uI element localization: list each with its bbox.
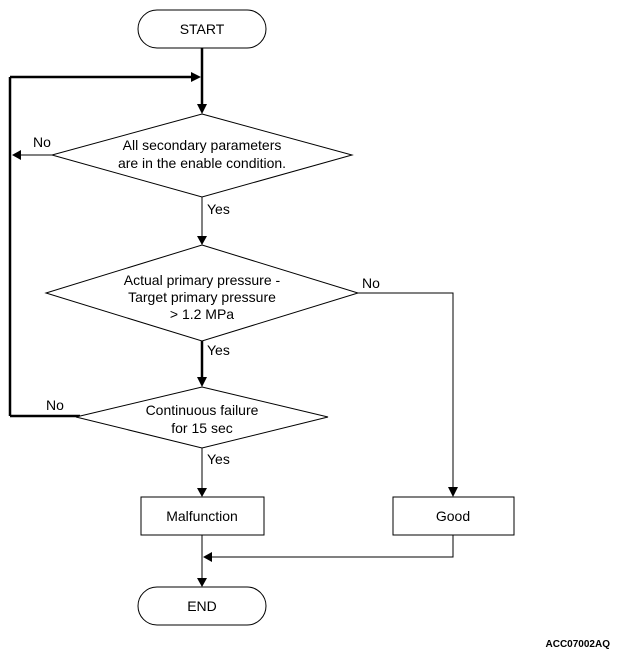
decision2-line2: Target primary pressure bbox=[128, 289, 276, 305]
decision1-line1: All secondary parameters bbox=[123, 137, 282, 153]
figure-code: ACC07002AQ bbox=[546, 639, 611, 650]
decision2-line1: Actual primary pressure - bbox=[124, 272, 281, 288]
arrowhead-good-top bbox=[448, 487, 458, 497]
arrowhead-loop-top bbox=[191, 72, 201, 82]
decision3-line2: for 15 sec bbox=[171, 420, 232, 436]
arrowhead-merge bbox=[203, 552, 212, 562]
decision1-line2: are in the enable condition. bbox=[118, 155, 286, 171]
arrowhead-d1-no bbox=[12, 150, 21, 160]
d2-no-label: No bbox=[362, 275, 380, 291]
arrowhead-end-top bbox=[197, 578, 207, 587]
d1-no-label: No bbox=[33, 134, 51, 150]
d1-yes-label: Yes bbox=[207, 201, 230, 217]
start-label: START bbox=[180, 21, 225, 37]
arrowhead-d3-top bbox=[197, 377, 207, 387]
end-label: END bbox=[187, 598, 217, 614]
decision2-line3: > 1.2 MPa bbox=[170, 306, 234, 322]
connector-good-to-end bbox=[211, 535, 454, 558]
connector-d2-no bbox=[358, 292, 454, 488]
arrowhead-malfunction-top bbox=[197, 488, 207, 497]
good-label: Good bbox=[436, 508, 470, 524]
decision3-line1: Continuous failure bbox=[146, 402, 259, 418]
arrowhead-d2-top bbox=[197, 236, 207, 245]
end-terminal bbox=[137, 586, 267, 626]
d3-yes-label: Yes bbox=[207, 451, 230, 467]
d2-yes-label: Yes bbox=[207, 342, 230, 358]
arrowhead-d1-top bbox=[197, 104, 207, 114]
malfunction-label: Malfunction bbox=[166, 508, 238, 524]
d3-no-label: No bbox=[46, 397, 64, 413]
